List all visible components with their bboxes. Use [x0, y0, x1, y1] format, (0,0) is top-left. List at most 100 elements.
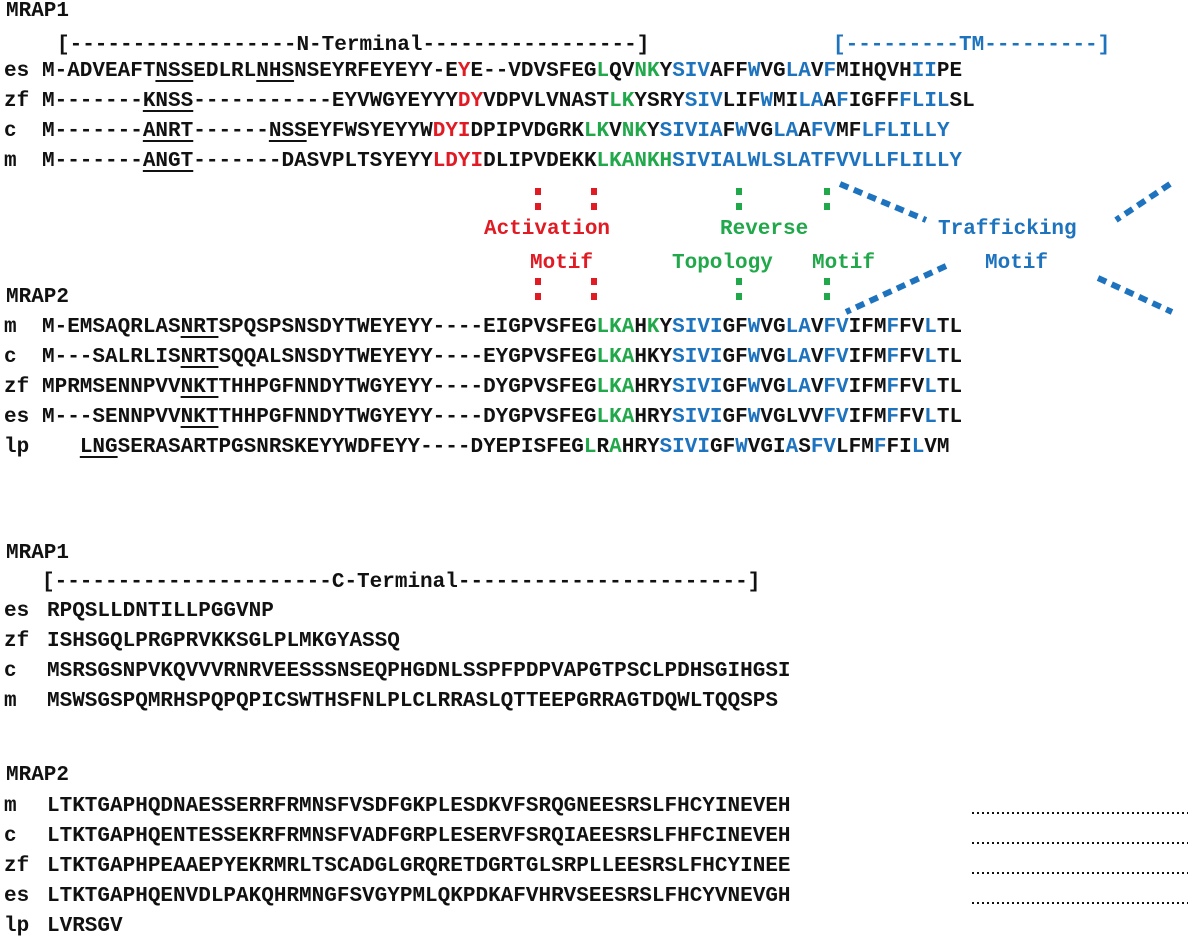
c-terminal-sequence: LTKTGAPHQDNAESSERRFRMNSFVSDFGKPLESDKVFSR…: [47, 795, 791, 818]
sequence-segment: SIV: [684, 90, 723, 113]
aligned-sequence: M-------ANRT------NSSEYFWSYEYYWDYIDPIPVD…: [42, 120, 950, 143]
activation-motif-label-line1: Activation: [484, 218, 611, 241]
sequence-segment: VG: [760, 60, 786, 83]
sequence-segment: A: [823, 90, 837, 113]
trafficking-diag-upper-right: [1114, 181, 1172, 223]
sequence-segment: EDLRL: [193, 60, 257, 83]
species-label: zf: [4, 376, 30, 399]
sequence-segment: W: [747, 60, 761, 83]
sequence-segment: R: [596, 436, 610, 459]
sequence-segment: SQQALSNSDYTWEYEYY----EYGPVSFEG: [218, 346, 597, 369]
sequence-segment: GF: [709, 436, 736, 459]
sequence-segment: HRY: [621, 436, 660, 459]
sequence-segment: ANGT: [142, 150, 194, 173]
c-terminal-sequence: LVRSGV: [47, 915, 123, 938]
sequence-segment: LKANKH: [596, 150, 673, 173]
sequence-segment: M---SALRLIS: [42, 346, 181, 369]
sequence-segment: Y: [659, 316, 673, 339]
sequence-segment: V: [810, 60, 824, 83]
sequence-segment: FV: [823, 406, 849, 429]
sequence-segment: SPQSPSNSDYTWEYEYY----EIGPVSFEG: [218, 316, 597, 339]
c-terminal-sequence: MSRSGSNPVKQVVVRNRVEESSSNSEQPHGDNLSSPFPDP…: [47, 660, 791, 683]
sequence-segment: NK: [621, 120, 647, 143]
species-label: m: [4, 795, 17, 818]
mrap1-header: MRAP1: [6, 0, 70, 23]
sequence-segment: FV: [823, 316, 849, 339]
sequence-segment: A: [609, 436, 622, 459]
sequence-segment: V: [810, 346, 824, 369]
sequence-segment: W: [747, 346, 761, 369]
sequence-segment: NKT: [180, 406, 219, 429]
sequence-segment: QV: [609, 60, 635, 83]
sequence-segment: SIV: [672, 60, 710, 83]
sequence-segment: VM: [924, 436, 950, 459]
sequence-segment: HRY: [634, 406, 673, 429]
sequence-segment: NRT: [180, 316, 219, 339]
trafficking-motif-label-line2: Motif: [985, 252, 1049, 275]
species-label: zf: [4, 630, 30, 653]
sequence-segment: ------: [193, 120, 269, 143]
sequence-segment: L: [924, 346, 937, 369]
sequence-segment: IFM: [848, 316, 887, 339]
aligned-sequence: M-ADVEAFTNSSEDLRLNHSNSEYRFEYEYY-EYE--VDV…: [42, 60, 962, 83]
c-terminal-sequence: LTKTGAPHPEAAEPYEKRMRLTSCADGLGRQRETDGRTGL…: [47, 855, 791, 878]
sequence-segment: ANRT: [142, 120, 194, 143]
species-label: es: [4, 406, 30, 429]
sequence-segment: VGLVV: [760, 406, 824, 429]
sequence-segment: MF: [836, 120, 862, 143]
sequence-segment: F: [886, 346, 900, 369]
c-terminal-sequence: RPQSLLDNTILLPGGVNP: [47, 600, 274, 623]
species-label: zf: [4, 90, 30, 113]
aligned-sequence: M---SALRLISNRTSQQALSNSDYTWEYEYY----EYGPV…: [42, 346, 962, 369]
trafficking-diag-upper-left: [838, 181, 928, 223]
sequence-segment: SIVI: [672, 316, 723, 339]
sequence-segment: F: [823, 60, 837, 83]
sequence-segment: VGI: [747, 436, 786, 459]
sequence-segment: DY: [457, 90, 484, 113]
sequence-segment: LFLILLY: [861, 120, 950, 143]
species-label: m: [4, 690, 17, 713]
sequence-segment: W: [735, 436, 748, 459]
c-terminal-sequence: LTKTGAPHQENVDLPAKQHRMNGFSVGYPMLQKPDKAFVH…: [47, 885, 791, 908]
sequence-segment: LK: [583, 120, 610, 143]
sequence-segment: L: [911, 436, 925, 459]
sequence-segment: L: [583, 436, 597, 459]
sequence-segment: EYFWSYEYYW: [306, 120, 433, 143]
reverse-topology-label-line1: Reverse: [720, 218, 809, 241]
species-label: es: [4, 600, 30, 623]
sequence-segment: Y: [647, 120, 660, 143]
sequence-segment: LA: [798, 90, 824, 113]
sequence-segment: L: [596, 60, 610, 83]
trafficking-diag-lower-right: [1096, 275, 1174, 315]
sequence-segment: SL: [949, 90, 975, 113]
reverse-topology-label-line2: Topology: [672, 252, 773, 275]
species-label: c: [4, 825, 17, 848]
sequence-segment: VG: [760, 316, 786, 339]
sequence-segment: LA: [773, 120, 799, 143]
sequence-segment: F: [886, 376, 900, 399]
aligned-sequence: M-------ANGT-------DASVPLTSYEYYLDYIDLIPV…: [42, 150, 962, 173]
sequence-segment: DYI: [432, 120, 471, 143]
sequence-segment: F: [886, 316, 900, 339]
sequence-segment: FV: [823, 346, 849, 369]
sequence-segment: LKA: [596, 406, 635, 429]
sequence-segment: FV: [899, 316, 925, 339]
sequence-segment: VG: [760, 376, 786, 399]
sequence-segment: LKA: [596, 346, 635, 369]
sequence-segment: FV: [899, 406, 925, 429]
sequence-segment: SIVIA: [659, 120, 723, 143]
aligned-sequence: LNGSERASARTPGSNRSKEYYWDFEYY----DYEPISFEG…: [42, 436, 950, 459]
sequence-segment: FV: [823, 376, 849, 399]
sequence-segment: LKA: [596, 376, 635, 399]
sequence-segment: W: [747, 316, 761, 339]
sequence-segment: GF: [722, 346, 748, 369]
trafficking-motif-label-line1: Trafficking: [938, 218, 1077, 241]
sequence-segment: SIVI: [672, 376, 723, 399]
sequence-segment: MIHQVH: [836, 60, 912, 83]
sequence-segment: M-EMSAQRLAS: [42, 316, 181, 339]
